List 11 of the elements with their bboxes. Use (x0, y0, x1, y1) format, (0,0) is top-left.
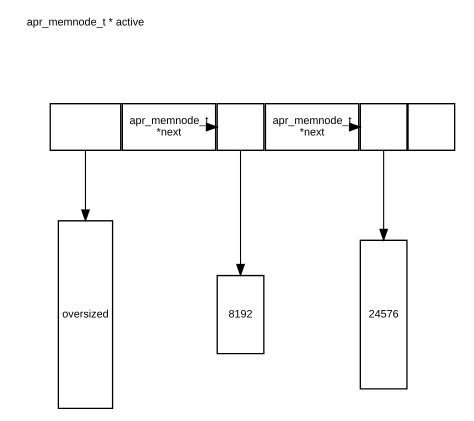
node-box: 24576 (360, 240, 408, 390)
label: apr_memnode_t * active (26, 16, 144, 29)
arrow (80, 150, 90, 222)
node-box (50, 103, 122, 151)
arrow (206, 122, 219, 132)
node-box (407, 103, 456, 151)
arrow (236, 150, 246, 277)
node-box: oversized (58, 220, 114, 410)
arrow (348, 122, 362, 132)
node-box: 8192 (216, 274, 264, 354)
arrow (379, 150, 388, 242)
